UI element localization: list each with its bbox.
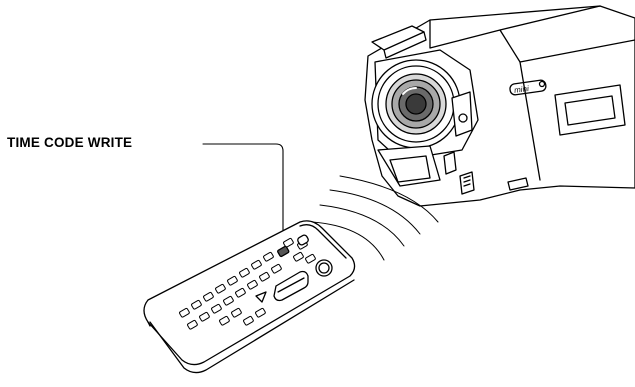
- camcorder-icon: mini: [365, 6, 635, 206]
- callout-leader-line: [203, 144, 283, 248]
- remote-control-icon: [144, 221, 355, 373]
